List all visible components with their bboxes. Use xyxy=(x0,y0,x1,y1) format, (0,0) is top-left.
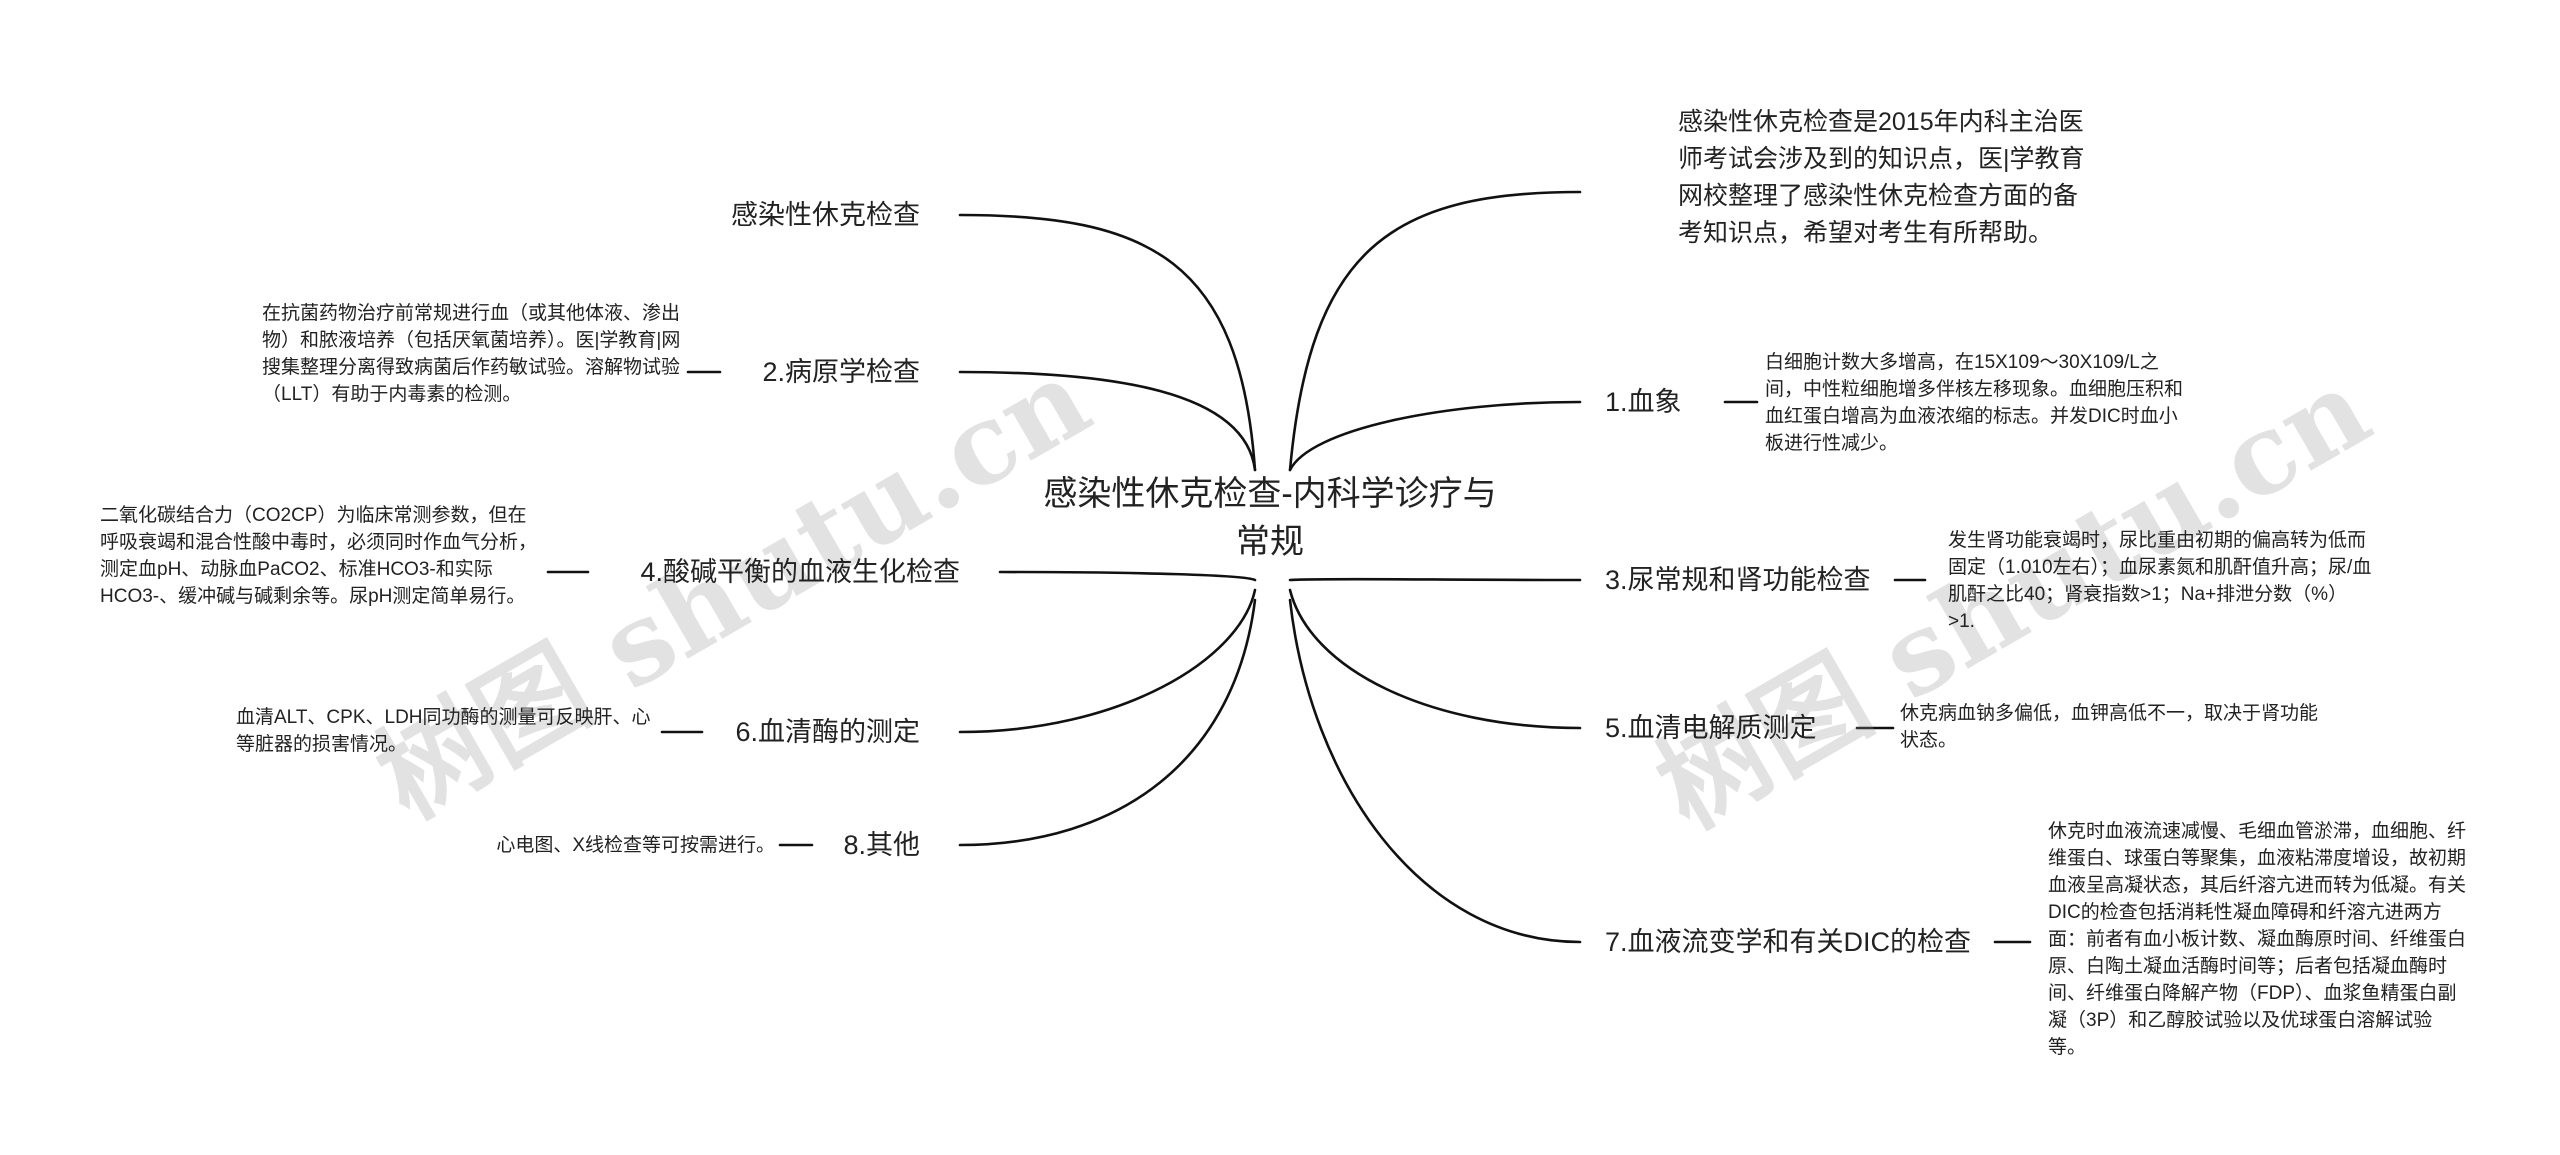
edge-left-3 xyxy=(958,588,1257,734)
branch-right-4[interactable]: 7.血液流变学和有关DIC的检查 xyxy=(1605,927,1972,957)
edge-right-1 xyxy=(1288,400,1582,472)
edge-left-0 xyxy=(958,213,1257,472)
branch-left-4[interactable]: 8.其他 xyxy=(843,830,920,860)
note-left-1: 在抗菌药物治疗前常规进行血（或其他体液、渗出物）和脓液培养（包括厌氧菌培养）。医… xyxy=(262,303,681,405)
note-right-4: 休克时血液流速减慢、毛细血管淤滞，血细胞、纤维蛋白、球蛋白等聚集，血液粘滞度增设… xyxy=(2048,821,2467,1058)
note-left-2: 二氧化碳结合力（CO2CP）为临床常测参数，但在呼吸衰竭和混合性酸中毒时，必须同… xyxy=(100,505,538,607)
note-left-3: 血清ALT、CPK、LDH同功酶的测量可反映肝、心等脏器的损害情况。 xyxy=(236,707,651,755)
branch-left-2[interactable]: 4.酸碱平衡的血液生化检查 xyxy=(640,557,960,587)
note-right-1: 白细胞计数大多增高，在15X109～30X109/L之间，中性粒细胞增多伴核左移… xyxy=(1765,352,2184,454)
edge-right-3 xyxy=(1288,588,1582,730)
note-left-4: 心电图、X线检查等可按需进行。 xyxy=(496,835,775,856)
branch-left-3[interactable]: 6.血清酶的测定 xyxy=(735,717,920,747)
branch-right-1[interactable]: 1.血象 xyxy=(1605,387,1682,417)
note-right-2: 发生肾功能衰竭时，尿比重由初期的偏高转为低而固定（1.010左右）；血尿素氮和肌… xyxy=(1948,530,2372,632)
intro-note: 感染性休克检查是2015年内科主治医师考试会涉及到的知识点，医|学教育网校整理了… xyxy=(1678,108,2085,247)
branch-right-3[interactable]: 5.血清电解质测定 xyxy=(1605,713,1817,743)
edge-left-1 xyxy=(958,370,1257,472)
branch-left-0[interactable]: 感染性休克检查 xyxy=(731,200,920,230)
edge-right-0 xyxy=(1288,190,1582,472)
note-right-3: 休克病血钠多偏低，血钾高低不一，取决于肾功能状态。 xyxy=(1900,703,2319,751)
branch-left-1[interactable]: 2.病原学检查 xyxy=(762,357,920,387)
edge-right-2 xyxy=(1288,577,1582,582)
root-topic[interactable]: 感染性休克检查-内科学诊疗与常规 xyxy=(1043,475,1497,561)
edge-left-4 xyxy=(958,598,1257,847)
edge-right-4 xyxy=(1288,598,1582,944)
branch-right-2[interactable]: 3.尿常规和肾功能检查 xyxy=(1605,565,1871,595)
edge-left-2 xyxy=(998,570,1257,582)
